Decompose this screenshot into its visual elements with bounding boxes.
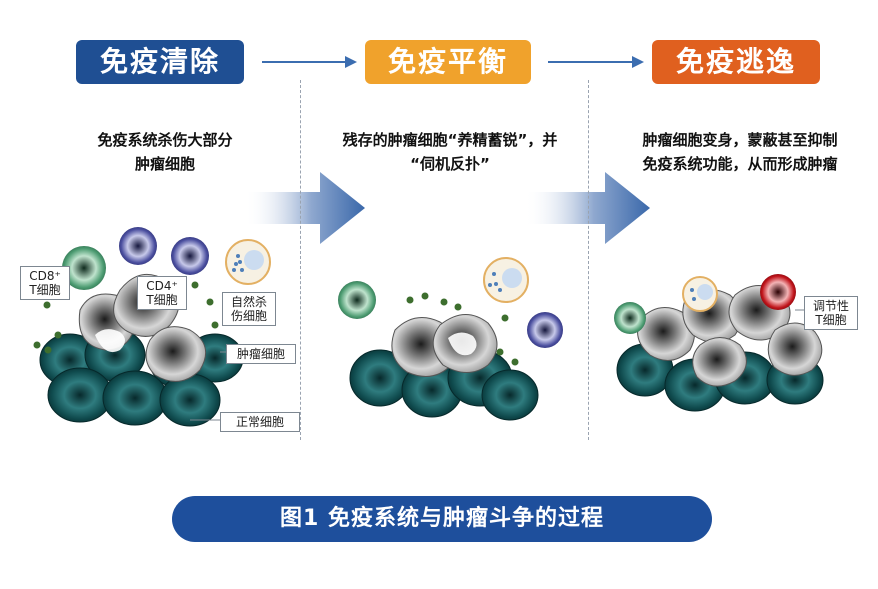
phase-2-title: 免疫平衡 [365,40,531,84]
cd4-t-cell [527,312,563,348]
phase-1-title: 免疫清除 [76,40,244,84]
cd4-t-cell-label: CD4⁺T细胞 [137,276,187,310]
panel-divider-1 [300,80,301,440]
normal-cell [102,370,168,426]
transition-arrow-2 [525,172,650,244]
panel-2-cells [338,257,563,421]
transition-arrow-1 [245,172,365,244]
tumor-cell-label: 肿瘤细胞 [226,344,296,364]
normal-cell [47,367,113,423]
normal-cell [481,369,539,421]
tumor-cell [767,322,823,376]
cd8-t-cell [62,246,106,290]
header-arrow-1 [262,56,357,68]
nk-cell [225,239,271,285]
tumor-fragment [448,332,477,356]
cd8-t-cell-label: CD8⁺T细胞 [20,266,70,300]
cd8-t-cell [614,302,646,334]
panel-3-cells [614,274,824,412]
normal-cell-label: 正常细胞 [220,412,300,432]
granules [33,281,219,354]
normal-cell [159,373,221,427]
tumor-cell [637,307,695,361]
nk-cell [682,276,718,312]
phase-1-description: 免疫系统杀伤大部分 肿瘤细胞 [97,131,233,173]
phase-3-description: 肿瘤细胞变身，蒙蔽甚至抑制 免疫系统功能，从而形成肿瘤 [642,131,838,173]
panel-1-cells [33,227,271,427]
regulatory-t-cell [760,274,796,310]
nk-cell-label: 自然杀伤细胞 [222,292,276,326]
cd4-t-cell [171,237,209,275]
tumor-cell [145,326,207,382]
dead-tumor-fragment [95,329,125,353]
panel-divider-2 [588,80,589,440]
cd8-t-cell [338,281,376,319]
phase-2-description: 残存的肿瘤细胞“养精蓄锐”，并 “伺机反扑” [342,131,558,173]
cd4-t-cell [119,227,157,265]
figure-caption: 图1 免疫系统与肿瘤斗争的过程 [172,496,712,542]
header-arrow-2 [548,56,644,68]
granules [406,292,519,366]
phase-3-title: 免疫逃逸 [652,40,820,84]
nk-cell [483,257,529,303]
tumor-cell [692,337,747,387]
